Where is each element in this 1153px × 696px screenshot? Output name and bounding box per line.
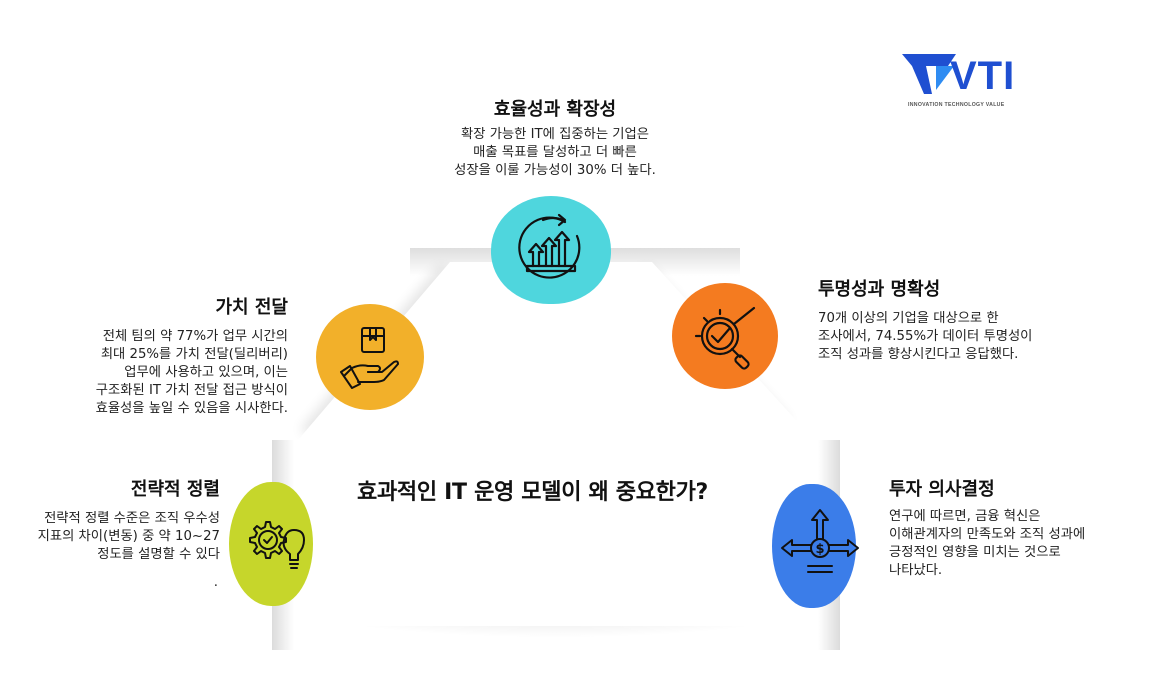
vti-logo: VTI INNOVATION TECHNOLOGY VALUE — [902, 50, 1032, 112]
card-title: 투자 의사결정 — [889, 479, 995, 500]
center-title: 효과적인 IT 운영 모델이 왜 중요한가? — [357, 480, 709, 505]
card-body: 전략적 정렬 수준은 조직 우수성 지표의 차이(변동) 중 약 10~27 정… — [37, 511, 220, 562]
logo-text: VTI — [950, 54, 1016, 98]
card-body: 확장 가능한 IT에 집중하는 기업은 매출 목표를 달성하고 더 빠른 성장을… — [454, 127, 656, 178]
bubble-strategic-alignment — [229, 482, 313, 606]
card-body: 전체 팀의 약 77%가 업무 시간의 최대 25%를 가치 전달(딜리버리) … — [95, 329, 288, 416]
card-title: 전략적 정렬 — [130, 479, 220, 500]
hand-box-icon — [340, 327, 399, 389]
bubble-transparency — [672, 283, 778, 389]
card-transparency: 투명성과 명확성 70개 이상의 기업을 대상으로 한 조사에서, 74.55%… — [818, 278, 1098, 364]
card-investment: 투자 의사결정 연구에 따르면, 금융 혁신은 이해관계자의 만족도와 조직 성… — [889, 478, 1149, 580]
card-body: 연구에 따르면, 금융 혁신은 이해관계자의 만족도와 조직 성과에 긍정적인 … — [889, 509, 1086, 578]
growth-arrows-icon — [518, 213, 581, 279]
card-value-delivery: 가치 전달 전체 팀의 약 77%가 업무 시간의 최대 25%를 가치 전달(… — [20, 296, 288, 418]
vti-logo-mark-icon — [902, 54, 956, 94]
card-body: 70개 이상의 기업을 대상으로 한 조사에서, 74.55%가 데이터 투명성… — [818, 311, 1033, 362]
gear-lightbulb-icon — [249, 521, 305, 569]
magnifier-check-icon — [694, 306, 756, 370]
bubble-value-delivery — [316, 304, 424, 410]
svg-text:$: $ — [815, 542, 824, 557]
card-efficiency: 효율성과 확장성 확장 가능한 IT에 집중하는 기업은 매출 목표를 달성하고… — [400, 98, 710, 180]
card-trailing-dot: . — [213, 575, 218, 590]
card-title: 가치 전달 — [215, 297, 288, 318]
logo-tagline: INNOVATION TECHNOLOGY VALUE — [908, 102, 1005, 108]
dollar-directions-icon: $ — [781, 509, 859, 573]
card-title: 투명성과 명확성 — [818, 279, 941, 300]
card-title: 효율성과 확장성 — [493, 99, 617, 120]
card-strategic-alignment: 전략적 정렬 전략적 정렬 수준은 조직 우수성 지표의 차이(변동) 중 약 … — [0, 478, 220, 592]
